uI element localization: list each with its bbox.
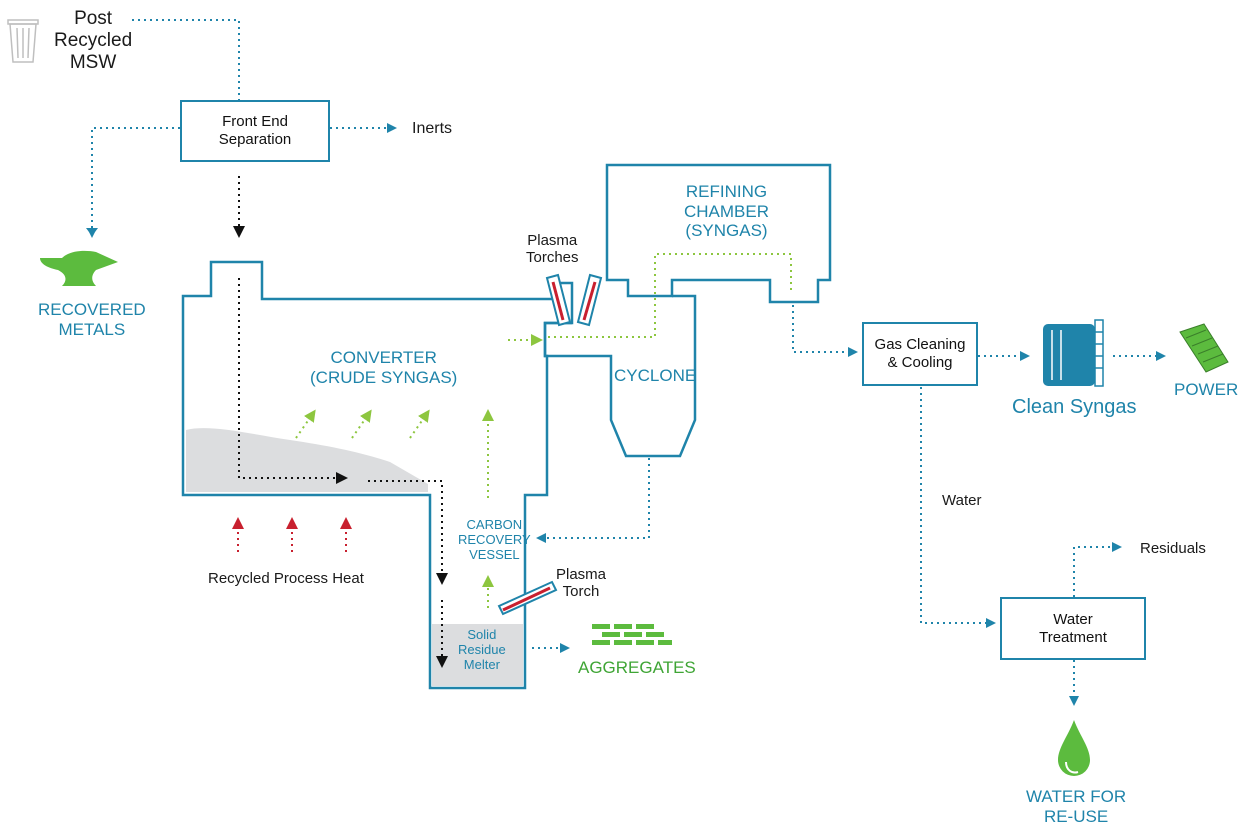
inerts-label: Inerts — [412, 120, 453, 137]
feed-path-to-cyclone — [368, 480, 448, 585]
bricks-icon — [592, 624, 672, 645]
gas-cleaning-box: Gas Cleaning& Cooling — [862, 322, 978, 386]
residuals-label: Residuals — [1140, 540, 1206, 557]
plasma-torches-icon — [545, 273, 603, 327]
power-label: POWER — [1174, 380, 1239, 399]
msw-flow-line — [132, 19, 240, 100]
gas-tank-icon — [1043, 319, 1104, 387]
anvil-icon — [40, 250, 118, 286]
cyclone — [543, 294, 697, 458]
refining-chamber — [605, 163, 832, 304]
water-drop-icon — [1058, 720, 1090, 776]
power-plant-icon — [1179, 323, 1229, 373]
syngas-rise-arrows — [295, 409, 494, 608]
cyclone-label: CYCLONE — [614, 366, 697, 385]
water-flow-line — [920, 387, 996, 628]
converter-label: CONVERTER(CRUDE SYNGAS) — [310, 348, 458, 387]
clean-syngas-label: Clean Syngas — [1012, 396, 1137, 418]
plasma-torch-icon — [497, 580, 558, 616]
carbon-return-line — [536, 458, 650, 543]
feed-path-converter — [238, 278, 348, 484]
aggregates-label: AGGREGATES — [578, 658, 696, 677]
residuals-flow-line — [1073, 542, 1122, 597]
recycled-heat-label: Recycled Process Heat — [208, 570, 364, 587]
water-label: Water — [942, 492, 982, 509]
waste-pile — [186, 428, 428, 492]
syngas-to-cleaning-line — [792, 305, 858, 357]
trash-can-icon — [7, 19, 39, 63]
process-heat-arrows — [232, 517, 352, 552]
metals-flow-line — [87, 127, 180, 238]
melter-residue — [432, 624, 523, 686]
